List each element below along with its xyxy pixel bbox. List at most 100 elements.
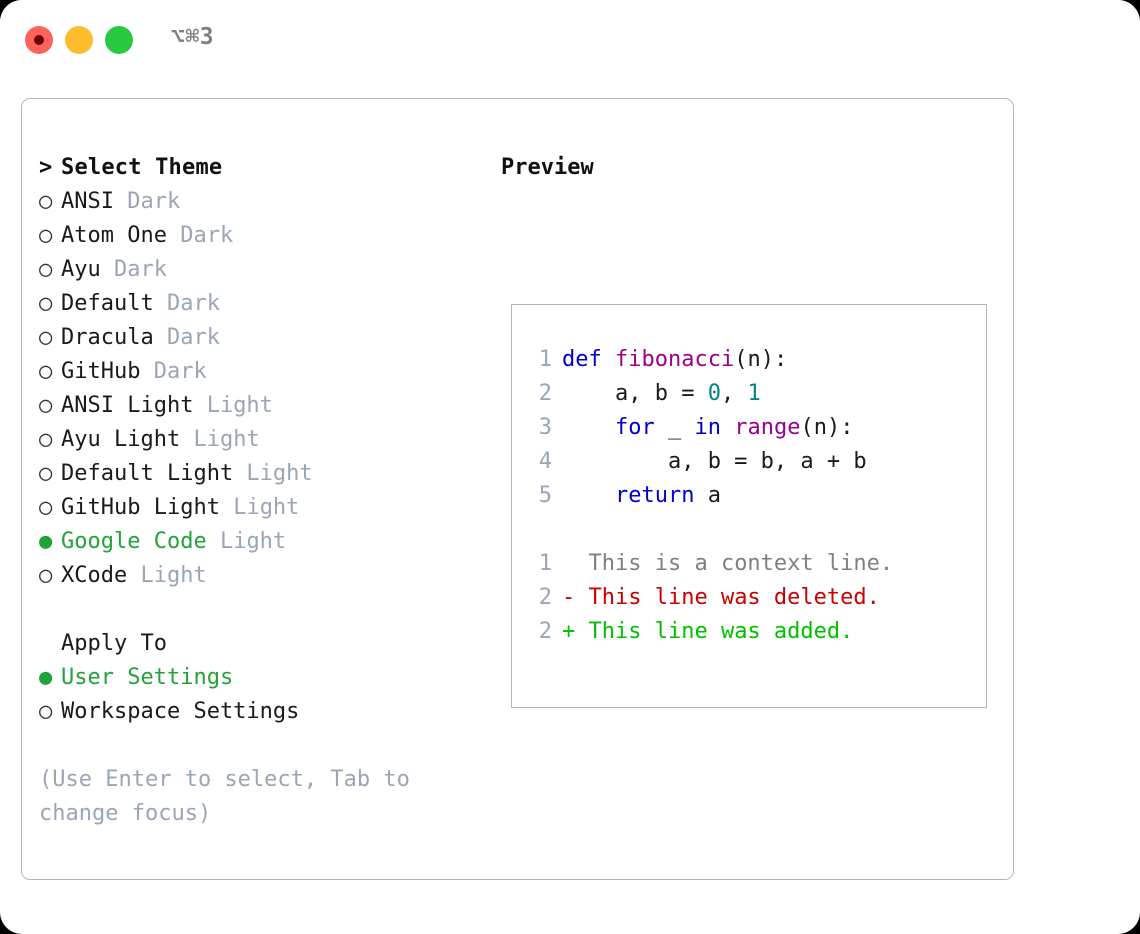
diff-line-number: 2 bbox=[538, 585, 552, 610]
code-token-fn: fibonacci bbox=[614, 347, 735, 372]
theme-option-row[interactable]: ○Ayu Light Light bbox=[39, 423, 479, 457]
code-line-number: 2 bbox=[538, 381, 552, 406]
diff-line-number: 2 bbox=[538, 619, 552, 644]
code-token-kw: for bbox=[562, 415, 655, 440]
code-token-txt: (n): bbox=[800, 415, 854, 440]
diff-line-text: This is a context line. bbox=[575, 551, 894, 576]
theme-option-name: Dracula bbox=[61, 325, 154, 350]
keyboard-hint-text: (Use Enter to select, Tab to change focu… bbox=[39, 767, 424, 826]
theme-option-tag: Dark bbox=[153, 325, 220, 350]
theme-option-row[interactable]: ○ ANSI Dark bbox=[39, 185, 479, 219]
apply-to-option-name: Workspace Settings bbox=[61, 699, 300, 724]
code-line-number: 4 bbox=[538, 449, 552, 474]
diff-line: 2 + This line was added. bbox=[526, 615, 980, 649]
radio-unselected-icon: ○ bbox=[39, 495, 53, 520]
code-line: 5 return a bbox=[526, 479, 980, 513]
close-window-button[interactable] bbox=[25, 26, 53, 54]
radio-selected-icon: ● bbox=[39, 665, 53, 690]
theme-option-row[interactable]: ○ Dracula Dark bbox=[39, 321, 479, 355]
radio-unselected-icon: ○ bbox=[39, 325, 53, 350]
theme-option-row[interactable]: ○ GitHub Dark bbox=[39, 355, 479, 389]
title-bar: ⌥⌘3 bbox=[0, 0, 1140, 78]
apply-to-heading: Apply To bbox=[39, 627, 479, 661]
diff-line-text: This line was added. bbox=[575, 619, 854, 644]
theme-option-name: GitHub bbox=[61, 359, 141, 384]
radio-unselected-icon: ○ bbox=[39, 189, 53, 214]
theme-option-tag: Dark bbox=[153, 291, 220, 316]
section-spacer bbox=[39, 593, 479, 627]
theme-option-name: Google Code bbox=[61, 529, 207, 554]
theme-option-name: Default bbox=[61, 291, 154, 316]
diff-marker: - bbox=[562, 585, 576, 610]
diff-line: 2- This line was deleted. bbox=[526, 581, 980, 615]
theme-option-tag: Light bbox=[206, 529, 287, 554]
maximize-window-button[interactable] bbox=[105, 26, 133, 54]
theme-option-name: ANSI Light bbox=[61, 393, 194, 418]
radio-unselected-icon: ○ bbox=[39, 223, 53, 248]
theme-option-row[interactable]: ○XCode Light bbox=[39, 559, 479, 593]
code-token-num: 1 bbox=[747, 381, 761, 406]
theme-option-tag: Light bbox=[233, 461, 313, 486]
theme-option-row[interactable]: ● Google Code Light bbox=[39, 525, 479, 559]
theme-option-name: ANSI bbox=[61, 189, 114, 214]
theme-option-name: XCode bbox=[61, 563, 128, 588]
radio-selected-icon: ● bbox=[39, 529, 53, 554]
code-token-kw: return bbox=[562, 483, 695, 508]
code-token-kw: in bbox=[694, 415, 721, 440]
apply-to-option-row[interactable]: ○ Workspace Settings bbox=[39, 695, 479, 729]
theme-option-row[interactable]: ○Atom One Dark bbox=[39, 219, 479, 253]
diff-marker bbox=[562, 551, 575, 576]
select-theme-heading: >Select Theme bbox=[39, 151, 479, 185]
theme-option-tag: Light bbox=[180, 427, 260, 452]
theme-option-tag: Dark bbox=[100, 257, 167, 282]
radio-unselected-icon: ○ bbox=[39, 427, 53, 452]
diff-marker: + bbox=[562, 619, 576, 644]
code-line-number: 3 bbox=[538, 415, 552, 440]
hint-spacer bbox=[39, 729, 479, 763]
theme-option-row[interactable]: ○ Default Dark bbox=[39, 287, 479, 321]
code-line-number: 5 bbox=[538, 483, 552, 508]
theme-option-tag: Dark bbox=[113, 189, 181, 214]
theme-option-row[interactable]: ○ANSI Light Light bbox=[39, 389, 479, 423]
theme-option-name: Default Light bbox=[61, 461, 234, 486]
apply-to-option-name: User Settings bbox=[61, 665, 234, 690]
code-line-number: 1 bbox=[538, 347, 552, 372]
theme-picker-dialog: >Select Theme ○ANSI Dark○Atom One Dark○A… bbox=[21, 98, 1014, 880]
code-line: 3 for _ in range(n): bbox=[526, 411, 980, 445]
minimize-window-button[interactable] bbox=[65, 26, 93, 54]
keyboard-shortcut-label: ⌥⌘3 bbox=[171, 24, 215, 50]
code-token-txt: a, b = bbox=[562, 381, 708, 406]
theme-option-name: GitHub Light bbox=[61, 495, 220, 520]
code-token-txt bbox=[721, 415, 734, 440]
diff-block: 1 This is a context line.2- This line wa… bbox=[526, 547, 980, 649]
theme-option-row[interactable]: ○Ayu Dark bbox=[39, 253, 479, 287]
caret-icon: > bbox=[39, 155, 53, 180]
radio-unselected-icon: ○ bbox=[39, 563, 53, 588]
diff-line-text: This line was deleted. bbox=[575, 585, 880, 610]
code-token-kw: def bbox=[562, 347, 615, 372]
code-token-txt: _ bbox=[654, 415, 695, 440]
recording-indicator-icon bbox=[34, 35, 44, 45]
radio-unselected-icon: ○ bbox=[39, 291, 53, 316]
code-token-txt: , bbox=[720, 381, 748, 406]
radio-unselected-icon: ○ bbox=[39, 393, 53, 418]
code-line: 4 a, b = b, a + b bbox=[526, 445, 980, 479]
theme-option-row[interactable]: ○ GitHub Light Light bbox=[39, 491, 479, 525]
diff-line: 1 This is a context line. bbox=[526, 547, 980, 581]
theme-list-panel: >Select Theme ○ANSI Dark○Atom One Dark○A… bbox=[39, 151, 479, 831]
code-line: 2 a, b = 0, 1 bbox=[526, 377, 980, 411]
theme-option-row[interactable]: ○ Default Light Light bbox=[39, 457, 479, 491]
radio-unselected-icon: ○ bbox=[39, 257, 53, 282]
theme-option-tag: Light bbox=[219, 495, 300, 520]
radio-unselected-icon: ○ bbox=[39, 461, 53, 486]
apply-to-option-row[interactable]: ● User Settings bbox=[39, 661, 479, 695]
theme-option-tag: Dark bbox=[140, 359, 207, 384]
theme-option-tag: Dark bbox=[166, 223, 234, 248]
radio-unselected-icon: ○ bbox=[39, 699, 53, 724]
radio-unselected-icon: ○ bbox=[39, 359, 53, 384]
